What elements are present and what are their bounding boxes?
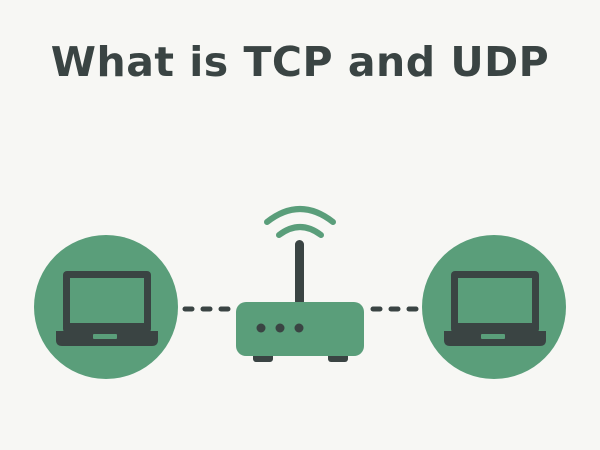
laptop-right-icon	[422, 235, 566, 379]
laptop-left-icon	[34, 235, 178, 379]
page-title: What is TCP and UDP	[50, 38, 550, 86]
router-icon	[236, 240, 364, 362]
wifi-signal-icon	[264, 206, 336, 238]
